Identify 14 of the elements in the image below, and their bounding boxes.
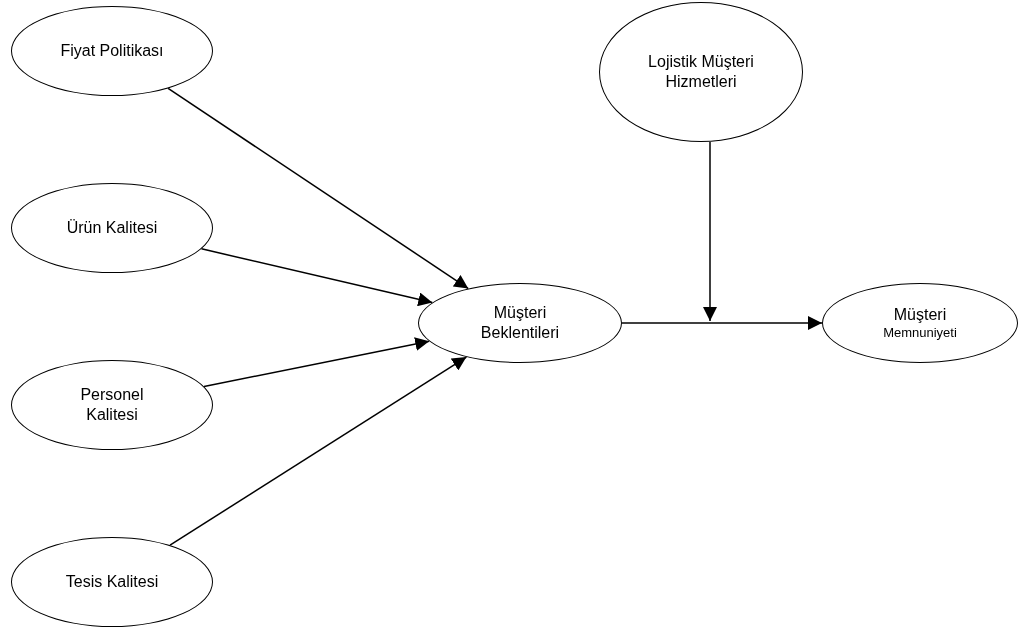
node-label: Tesis Kalitesi bbox=[65, 572, 159, 592]
arrow bbox=[621, 316, 823, 330]
arrow bbox=[203, 337, 430, 388]
node-label: Fiyat Politikası bbox=[60, 41, 164, 61]
node-label: Ürün Kalitesi bbox=[66, 218, 158, 238]
node-label: Personel Kalitesi bbox=[79, 385, 145, 425]
node-label: Müşteri bbox=[893, 304, 947, 325]
node-label: Memnuniyeti bbox=[883, 324, 957, 342]
arrow bbox=[703, 141, 717, 322]
node-label: Lojistik Müşteri Hizmetleri bbox=[647, 52, 755, 92]
arrow bbox=[200, 248, 434, 307]
arrow bbox=[169, 356, 468, 546]
arrow bbox=[167, 87, 470, 290]
node-label: Müşteri Beklentileri bbox=[479, 303, 561, 343]
